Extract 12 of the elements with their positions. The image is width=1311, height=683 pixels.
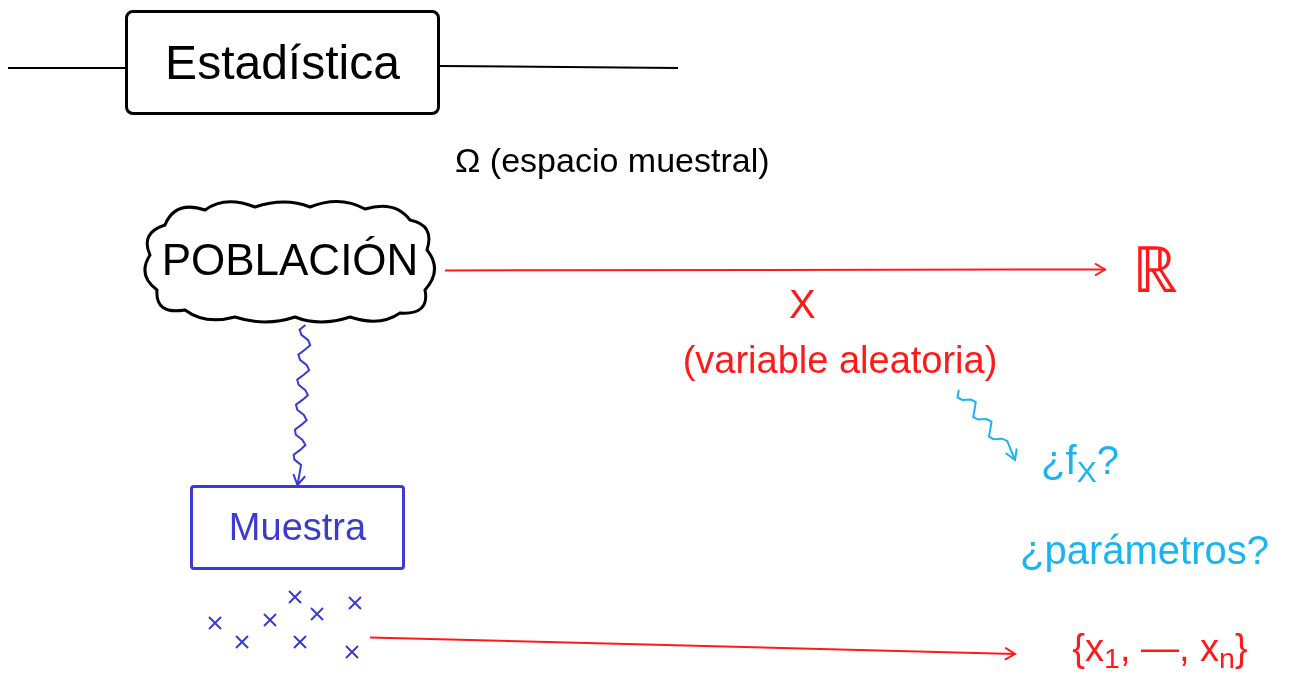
- side-note: Ω (espacio muestral): [455, 140, 770, 181]
- set-notation: {x$_{1}$, —, x$_{n}$}: [1015, 618, 1305, 678]
- question-text: ¿parámetros?: [1020, 527, 1269, 574]
- question-text: ¿f$_{X}$?: [1015, 420, 1145, 500]
- title-box: Estadística: [125, 10, 440, 115]
- wavy-arrow: [292, 324, 312, 486]
- annotation-text: (variable aleatoria): [620, 330, 1060, 390]
- arrow: [369, 636, 1016, 661]
- wavy-arrow: [956, 389, 1018, 461]
- real-numbers-symbol: ℝ: [1105, 232, 1205, 307]
- sample-box: Muestra: [190, 485, 405, 570]
- arrow: [444, 262, 1106, 277]
